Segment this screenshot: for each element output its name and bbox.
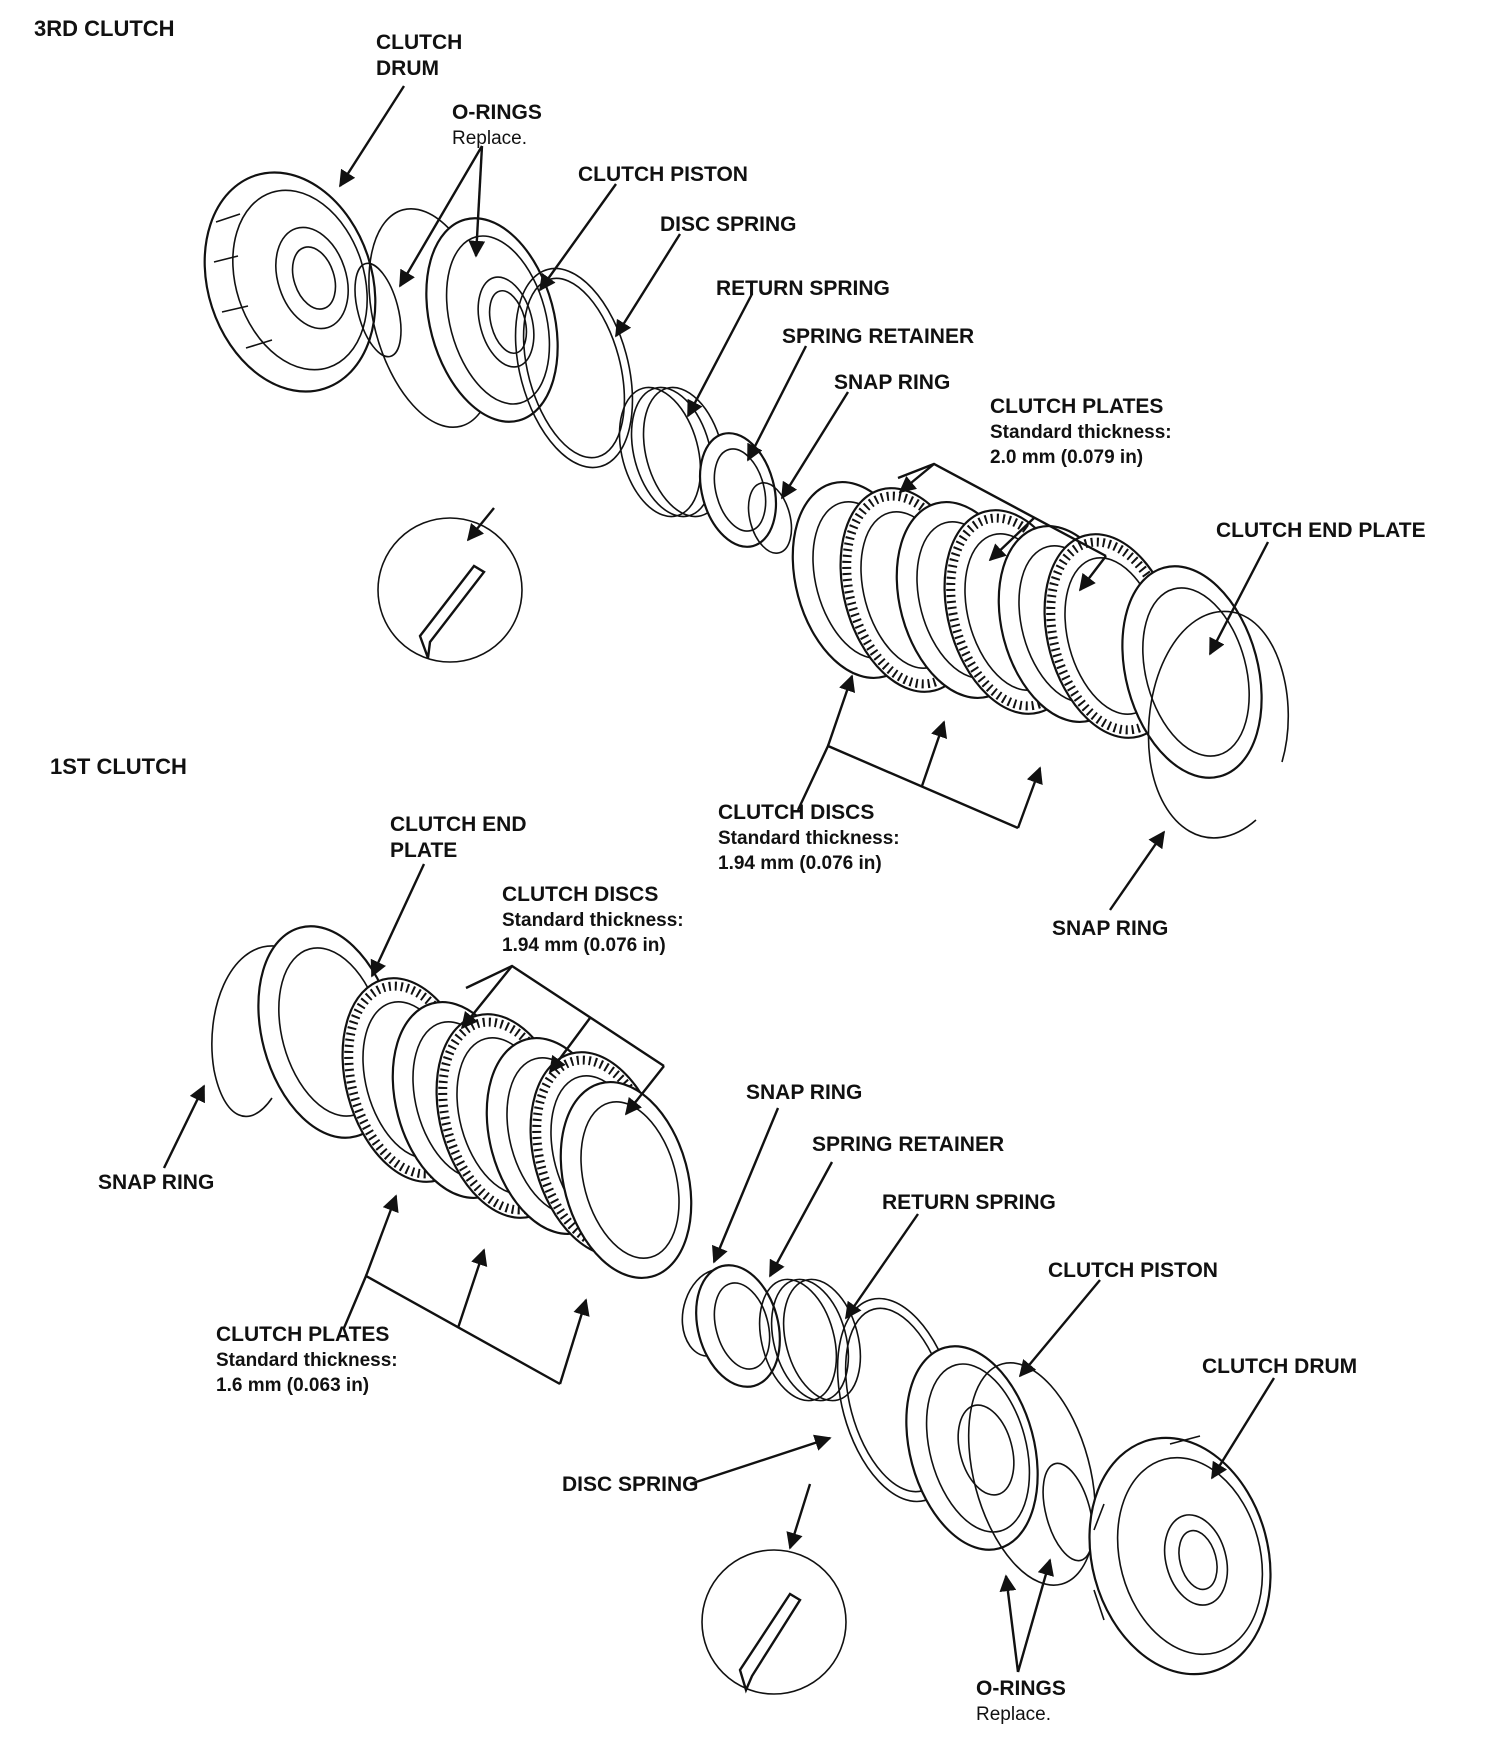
leader-first-disc-spring: [689, 1434, 832, 1486]
label-line: CLUTCH PLATES: [990, 395, 1164, 418]
label-line: O-RINGS: [452, 101, 542, 124]
label-first-o-rings: O-RINGS Replace.: [976, 1676, 1066, 1727]
label-line: Standard thickness:: [990, 422, 1172, 443]
label-line: Replace.: [976, 1704, 1051, 1725]
third-snap-ring-inner: [747, 482, 793, 554]
label-line: CLUTCH PLATES: [216, 1323, 390, 1346]
first-o-ring-small: [1042, 1462, 1094, 1562]
label-line: Standard thickness:: [718, 828, 900, 849]
label-line: 1.94 mm (0.076 in): [718, 853, 882, 874]
label-line: CLUTCH: [376, 31, 463, 54]
third-spring-retainer: [699, 432, 777, 548]
third-disc-spring-detail: [377, 507, 523, 663]
label-line: 2.0 mm (0.079 in): [990, 447, 1144, 468]
first-clutch-drum: [1088, 1435, 1272, 1676]
bracket-third-discs-b: [920, 720, 948, 787]
leader-third-snap-ring-2: [1109, 830, 1165, 911]
bracket-first-discs-b: [549, 1017, 591, 1074]
label-line: 1.94 mm (0.076 in): [502, 935, 666, 956]
label-third-snap-ring-2: SNAP RING: [1052, 917, 1169, 940]
label-first-clutch-discs: CLUTCH DISCS Standard thickness: 1.94 mm…: [502, 882, 684, 958]
label-first-snap-ring: SNAP RING: [746, 1081, 863, 1104]
label-first-disc-spring: DISC SPRING: [562, 1473, 699, 1496]
label-first-clutch-end-plate: CLUTCH END PLATE: [390, 812, 527, 864]
leader-third-retainer: [746, 345, 808, 462]
first-o-ring-large: [967, 1362, 1097, 1586]
label-third-clutch-piston: CLUTCH PISTON: [578, 163, 748, 186]
leader-first-return-spring: [845, 1213, 919, 1320]
leader-third-piston: [539, 183, 617, 292]
label-first-clutch-drum: CLUTCH DRUM: [1202, 1355, 1358, 1378]
leader-third-snap-ring: [780, 391, 850, 500]
label-third-clutch-drum: CLUTCH DRUM: [376, 30, 462, 82]
label-third-clutch-end-plate: CLUTCH END PLATE: [1216, 519, 1426, 542]
third-clutch-piston: [425, 217, 559, 423]
label-line: PLATE: [390, 839, 458, 862]
bracket-third-plates-a: [898, 463, 935, 494]
bracket-first-plates-b: [456, 1248, 488, 1329]
bracket-first-discs-a: [460, 965, 513, 1030]
label-third-return-spring: RETURN SPRING: [716, 277, 890, 300]
label-line: Replace.: [452, 128, 527, 149]
third-snap-ring-outer: [1147, 610, 1290, 839]
label-third-clutch-plates: CLUTCH PLATES Standard thickness: 2.0 mm…: [990, 394, 1172, 470]
label-line: Standard thickness:: [502, 910, 684, 931]
leader-first-end-plate: [370, 863, 426, 978]
leader-first-piston: [1018, 1279, 1101, 1378]
bracket-first-discs-c: [624, 1065, 665, 1116]
label-third-disc-spring: DISC SPRING: [660, 213, 797, 236]
label-third-clutch-discs: CLUTCH DISCS Standard thickness: 1.94 mm…: [718, 800, 900, 876]
section-title-1st-clutch: 1ST CLUTCH: [50, 754, 187, 779]
label-third-snap-ring: SNAP RING: [834, 371, 951, 394]
leader-third-end-plate: [1208, 541, 1270, 656]
label-line: O-RINGS: [976, 1677, 1066, 1700]
bracket-third-discs-a: [826, 674, 856, 747]
label-line: Standard thickness:: [216, 1350, 398, 1371]
third-o-ring-small: [354, 262, 402, 358]
label-first-clutch-plates: CLUTCH PLATES Standard thickness: 1.6 mm…: [216, 1322, 398, 1398]
first-return-spring: [758, 1278, 862, 1402]
label-first-snap-ring-left: SNAP RING: [98, 1171, 215, 1194]
label-line: CLUTCH DISCS: [718, 801, 875, 824]
leader-first-drum: [1210, 1377, 1276, 1480]
leader-first-oring-2: [1016, 1558, 1054, 1673]
label-first-spring-retainer: SPRING RETAINER: [812, 1133, 1005, 1156]
label-third-o-rings: O-RINGS Replace.: [452, 100, 542, 151]
leader-third-return-spring: [686, 293, 754, 418]
bracket-third-plates-b: [988, 517, 1035, 562]
first-disc-spring-detail: [701, 1483, 847, 1695]
section-title-3rd-clutch: 3RD CLUTCH: [34, 16, 175, 41]
leader-first-retainer: [768, 1161, 834, 1278]
leader-third-disc-spring: [614, 233, 682, 338]
label-line: 1.6 mm (0.063 in): [216, 1375, 370, 1396]
leader-first-oring-1: [999, 1574, 1020, 1673]
leader-third-oring-1: [398, 145, 484, 288]
label-line: DRUM: [376, 57, 439, 80]
bracket-third-plates-c: [1078, 555, 1107, 592]
label-first-return-spring: RETURN SPRING: [882, 1191, 1056, 1214]
leader-third-drum: [338, 85, 406, 188]
leader-third-oring-2: [468, 145, 486, 258]
bracket-first-plates-c: [558, 1298, 590, 1385]
label-line: CLUTCH DISCS: [502, 883, 659, 906]
leader-first-snap-ring: [712, 1107, 780, 1264]
first-spring-retainer: [695, 1264, 781, 1388]
label-line: CLUTCH END: [390, 813, 527, 836]
bracket-first-plates-a: [364, 1194, 399, 1277]
label-third-spring-retainer: SPRING RETAINER: [782, 325, 975, 348]
label-first-clutch-piston: CLUTCH PISTON: [1048, 1259, 1218, 1282]
third-clutch-drum: [203, 171, 377, 393]
bracket-third-discs-c: [1016, 766, 1043, 829]
third-clutch-pack: [791, 480, 1181, 739]
first-clutch-pack: [341, 977, 693, 1280]
first-clutch-piston: [905, 1345, 1039, 1551]
leader-first-snap-ring-left: [162, 1084, 206, 1169]
